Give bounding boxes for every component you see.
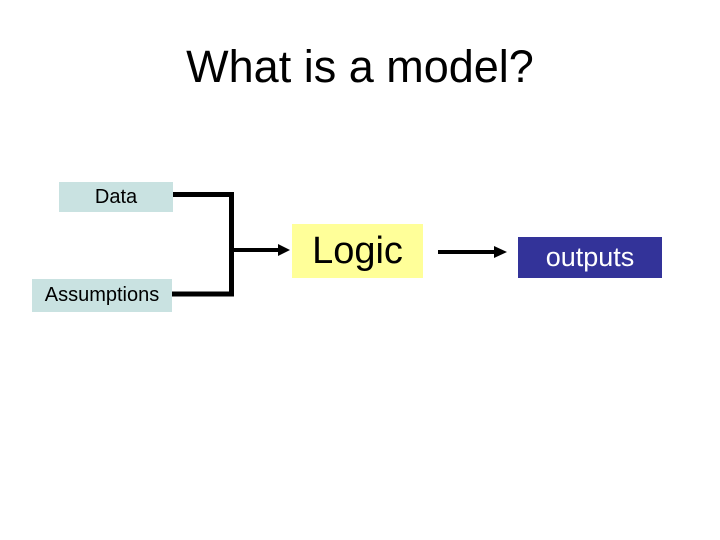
node-assumptions: Assumptions xyxy=(32,279,172,312)
node-outputs: outputs xyxy=(518,237,662,278)
slide-title: What is a model? xyxy=(186,41,534,92)
node-data: Data xyxy=(59,182,173,212)
node-outputs-label: outputs xyxy=(545,242,635,272)
node-assumptions-label: Assumptions xyxy=(44,284,160,306)
node-data-label: Data xyxy=(94,185,138,208)
node-logic-label: Logic xyxy=(312,229,403,272)
inputs-to-logic-arrow-head xyxy=(278,244,290,256)
logic-to-outputs-arrow-head xyxy=(494,246,507,258)
node-logic: Logic xyxy=(292,224,423,278)
